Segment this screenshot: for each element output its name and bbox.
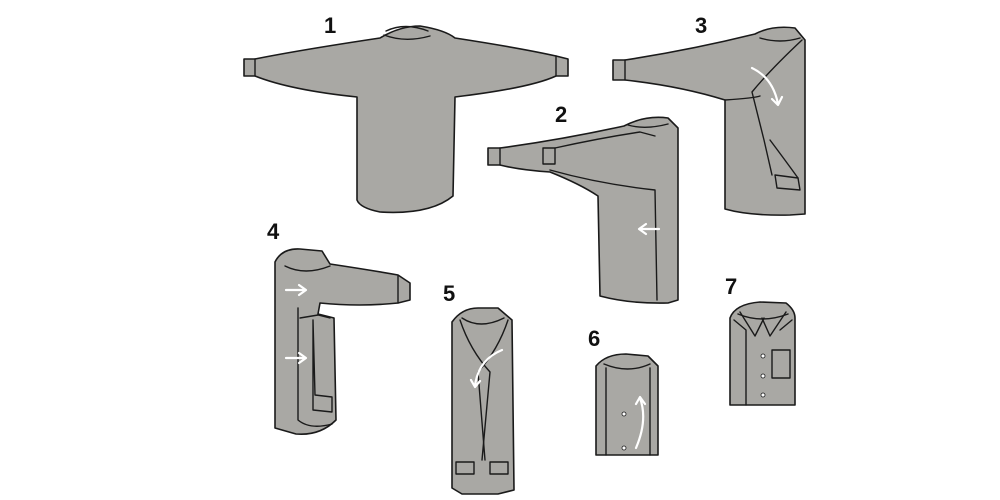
- curved-arrow-icon-step5: [469, 348, 504, 389]
- step-7-figure: 7: [725, 274, 796, 406]
- step-6-number: 6: [588, 326, 600, 351]
- left-arrow-icon: [637, 222, 661, 236]
- step-1-number: 1: [324, 13, 336, 38]
- step-4-figure: 4: [267, 219, 411, 436]
- step-2-figure: 2: [487, 102, 679, 304]
- step-3-figure: 3: [612, 13, 806, 216]
- step-4-number: 4: [267, 219, 280, 244]
- step-1-figure: 1: [243, 13, 569, 214]
- step-5-number: 5: [443, 281, 455, 306]
- right-arrow-icon-upper: [284, 283, 308, 297]
- curved-arrow-icon: [750, 66, 784, 107]
- right-arrow-icon-lower: [284, 351, 308, 365]
- step-6-figure: 6: [588, 326, 659, 456]
- step-2-number: 2: [555, 102, 567, 127]
- step-3-number: 3: [695, 13, 707, 38]
- step-5-figure: 5: [443, 281, 515, 495]
- up-curved-arrow-icon: [634, 395, 647, 450]
- step-7-number: 7: [725, 274, 737, 299]
